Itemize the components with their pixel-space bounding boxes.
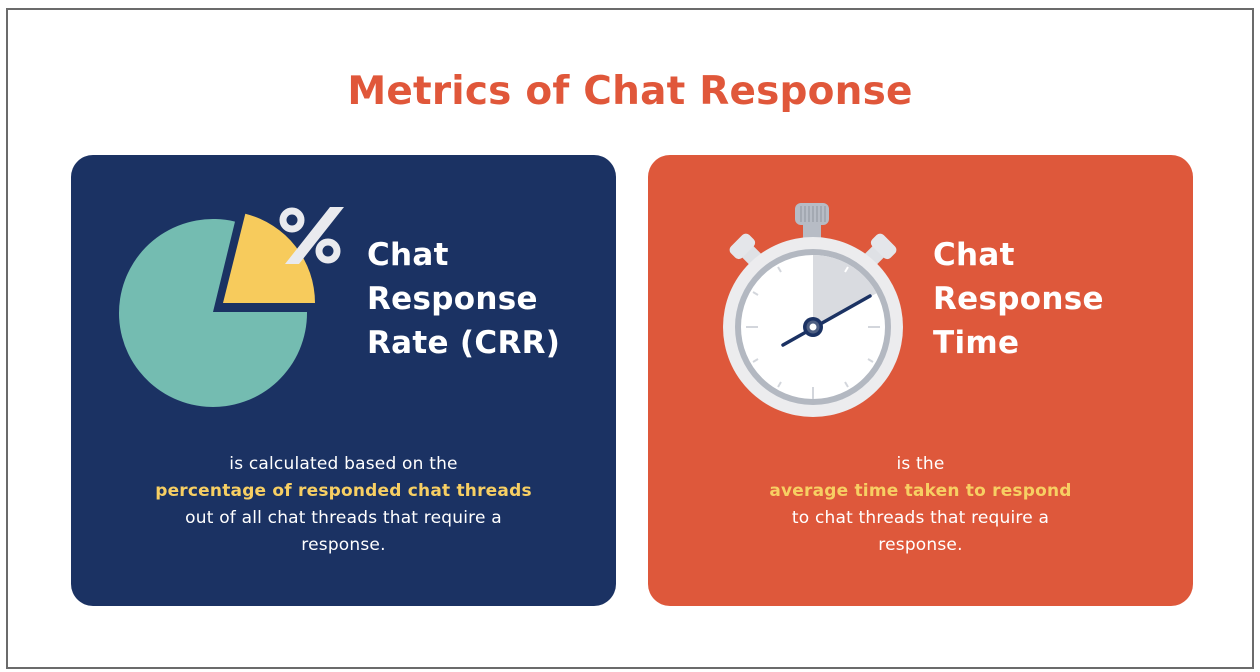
crr-heading-line: Chat <box>367 237 449 273</box>
crt-desc-line: response. <box>878 535 963 555</box>
percent-symbol <box>279 207 341 264</box>
crt-heading-line: Response <box>933 281 1104 317</box>
crt-card: Chat Response Time is the average time t… <box>648 155 1193 606</box>
crt-desc-line: is the <box>896 454 945 474</box>
stopwatch-icon <box>723 203 903 417</box>
crr-desc-line: response. <box>301 535 386 555</box>
pie-chart-percent-icon <box>119 207 344 407</box>
crr-desc-line: is calculated based on the <box>229 454 458 474</box>
crr-heading: Chat Response Rate (CRR) <box>367 233 560 365</box>
crr-heading-line: Response <box>367 281 538 317</box>
crt-desc-highlight: average time taken to respond <box>769 481 1072 501</box>
page-title: Metrics of Chat Response <box>347 69 913 114</box>
crt-heading: Chat Response Time <box>933 233 1104 365</box>
crt-desc-line: to chat threads that require a <box>791 508 1050 528</box>
crr-desc-line: out of all chat threads that require a <box>185 508 502 528</box>
crr-description: is calculated based on the percentage of… <box>71 451 616 559</box>
crr-heading-line: Rate (CRR) <box>367 325 561 361</box>
crt-heading-line: Time <box>933 325 1020 361</box>
crt-description: is the average time taken to respond to … <box>648 451 1193 559</box>
crr-desc-highlight: percentage of responded chat threads <box>155 481 532 501</box>
crt-heading-line: Chat <box>933 237 1015 273</box>
crr-card: Chat Response Rate (CRR) is calculated b… <box>71 155 616 606</box>
